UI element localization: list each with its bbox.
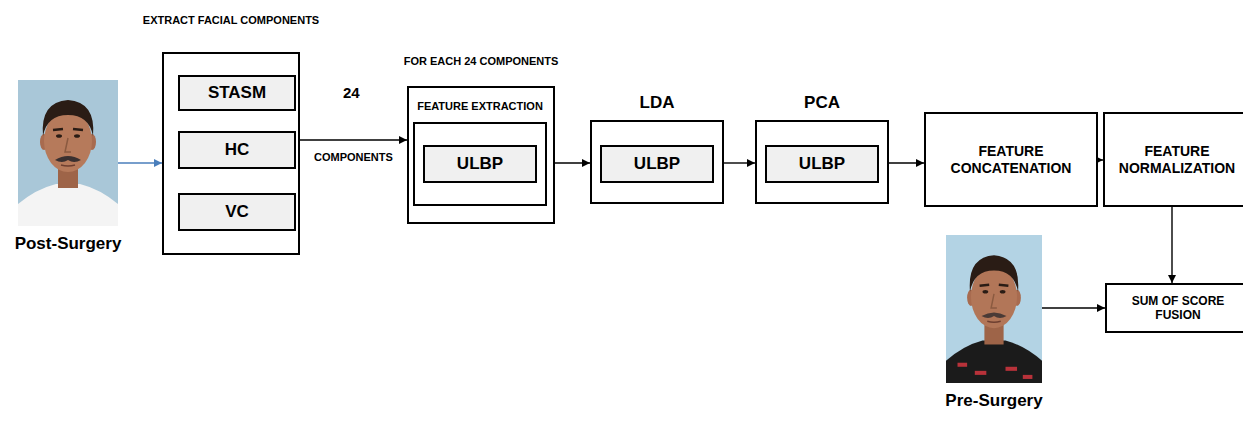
shirt-pattern — [958, 363, 968, 367]
shirt — [946, 340, 1042, 383]
hair — [43, 100, 94, 136]
annotation-label: COMPONENTS — [314, 151, 393, 164]
eye — [56, 134, 62, 138]
photo-ground — [18, 80, 118, 226]
group-frame: EXTRACT FACIAL COMPONENTSSTASMHCVC — [162, 52, 300, 255]
shirt-pattern — [1006, 367, 1018, 371]
shirt-pattern — [975, 371, 987, 375]
stage-frame: LDAULBP — [590, 120, 724, 204]
frame-heading: FEATURE EXTRACTION — [417, 100, 543, 113]
method-box: HC — [178, 131, 296, 169]
eyebrow — [980, 285, 1009, 286]
box-label: FEATURE CONCATENATION — [926, 141, 1096, 179]
feature-box: ULBP — [765, 145, 879, 183]
mouth — [61, 165, 75, 166]
box-label: ULBP — [795, 152, 849, 176]
flow-arrow — [300, 139, 407, 140]
group-frame: FEATURE EXTRACTIONULBP — [413, 122, 547, 206]
photo-caption: Pre-Surgery — [945, 391, 1042, 411]
eye — [74, 134, 80, 138]
face-photo — [18, 80, 118, 226]
stage-frame: PCAULBP — [755, 120, 889, 204]
process-box: FEATURE CONCATENATION — [924, 112, 1098, 207]
box-label: SUM OF SCORE FUSION — [1107, 292, 1243, 325]
photo-node: Pre-Surgery — [946, 235, 1042, 383]
eye — [1000, 290, 1006, 294]
box-label: VC — [221, 200, 253, 224]
method-box: VC — [178, 193, 296, 231]
frame-heading: LDA — [640, 93, 675, 113]
method-box: STASM — [178, 75, 296, 111]
annotation-label: 24 — [343, 84, 360, 102]
face-photo — [946, 235, 1042, 383]
photo-node: Post-Surgery — [18, 80, 118, 226]
box-label: FEATURE NORMALIZATION — [1105, 141, 1243, 179]
flow-arrow — [889, 162, 924, 163]
fusion-box: SUM OF SCORE FUSION — [1105, 283, 1243, 333]
hair — [970, 255, 1019, 291]
photo-ground — [946, 235, 1042, 383]
flow-arrow — [118, 162, 162, 163]
shirt — [18, 184, 118, 226]
frame-heading: FOR EACH 24 COMPONENTS — [404, 55, 559, 68]
mustache — [982, 313, 1007, 319]
photo-caption: Post-Surgery — [15, 234, 122, 254]
frame-heading: PCA — [804, 93, 840, 113]
box-label: ULBP — [453, 152, 507, 176]
frame-heading: EXTRACT FACIAL COMPONENTS — [143, 14, 319, 27]
flow-arrow — [1042, 307, 1105, 308]
process-box: FEATURE NORMALIZATION — [1103, 112, 1243, 207]
nose — [991, 294, 997, 308]
nose — [65, 138, 71, 152]
flow-arrow — [555, 162, 590, 163]
flow-arrow — [1171, 207, 1172, 283]
eyebrow — [53, 129, 83, 130]
mustache — [55, 156, 81, 162]
shirt-pattern — [1023, 375, 1033, 379]
box-label: STASM — [204, 81, 270, 105]
eye — [982, 290, 988, 294]
box-label: ULBP — [630, 152, 684, 176]
box-label: HC — [221, 138, 254, 162]
feature-box: ULBP — [423, 145, 537, 183]
group-frame: FOR EACH 24 COMPONENTSFEATURE EXTRACTION… — [407, 86, 555, 224]
mouth — [987, 321, 1000, 322]
feature-box: ULBP — [600, 145, 714, 183]
flow-arrow — [724, 162, 755, 163]
